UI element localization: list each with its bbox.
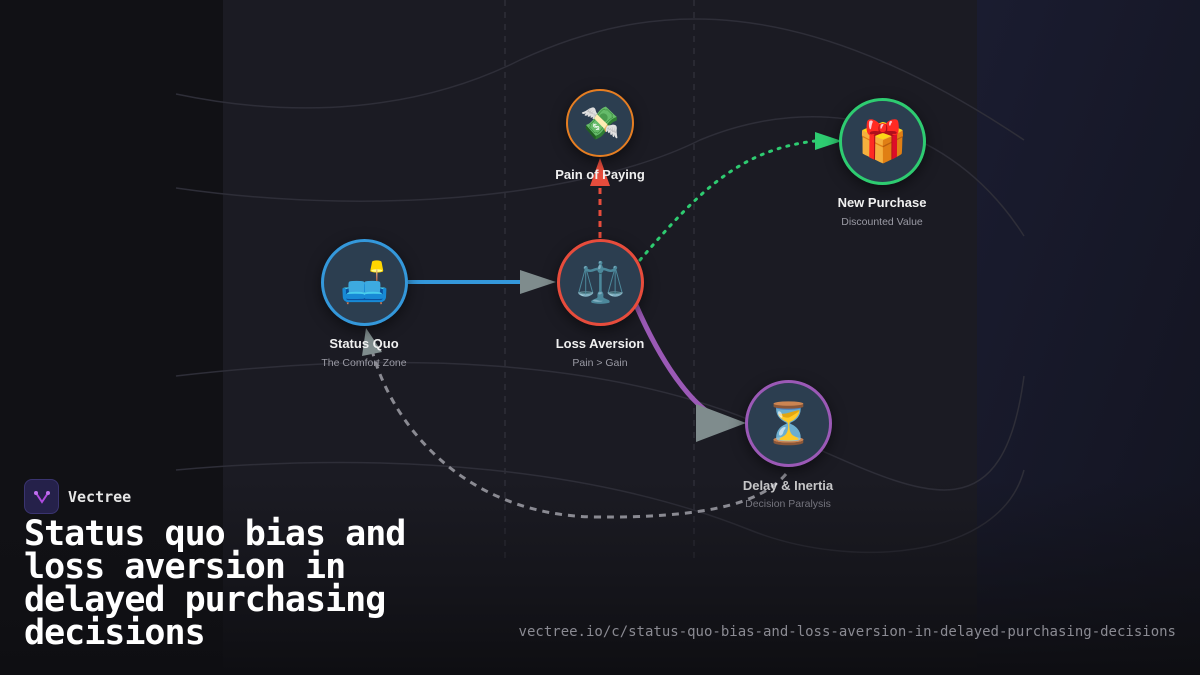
node-status-quo[interactable]: 🛋️	[321, 239, 408, 326]
node-new-purchase-label: New Purchase	[837, 195, 927, 210]
node-delay-inertia[interactable]: ⏳	[745, 380, 832, 467]
node-delay-sub: Decision Paralysis	[745, 498, 831, 510]
node-loss-aversion-sub: Pain > Gain	[572, 357, 628, 369]
page-url: vectree.io/c/status-quo-bias-and-loss-av…	[518, 624, 1176, 640]
node-new-purchase-sub: Discounted Value	[841, 216, 923, 228]
arrowhead-icon	[362, 328, 382, 356]
node-pain-of-paying[interactable]: 💸	[566, 89, 634, 157]
node-status-quo-sub: The Comfort Zone	[321, 357, 407, 369]
balance-scale-icon: ⚖️	[575, 260, 626, 305]
node-pain-of-paying-label: Pain of Paying	[555, 167, 645, 182]
node-loss-aversion[interactable]: ⚖️	[557, 239, 644, 326]
money-with-wings-icon: 💸	[580, 105, 620, 141]
node-delay-label: Delay & Inertia	[742, 478, 834, 493]
arrowhead-icon	[815, 132, 842, 150]
edge-delay-to-statusquo	[370, 349, 788, 519]
brand: Vectree	[24, 479, 131, 514]
node-loss-aversion-label: Loss Aversion	[555, 336, 645, 351]
page-title: Status quo bias and loss aversion in del…	[24, 514, 406, 653]
arrowhead-icon	[696, 404, 746, 442]
arrowhead-icon	[590, 158, 610, 186]
brand-name: Vectree	[68, 487, 132, 506]
node-status-quo-label: Status Quo	[329, 336, 399, 351]
edge-lossaversion-to-newpurchase	[638, 139, 817, 262]
node-new-purchase[interactable]: 🎁	[839, 98, 926, 185]
hourglass-icon: ⏳	[763, 401, 814, 446]
arrowhead-icon	[520, 270, 556, 294]
gift-icon: 🎁	[857, 119, 908, 164]
vectree-logo-icon	[24, 479, 59, 514]
couch-and-lamp-icon: 🛋️	[339, 260, 390, 305]
